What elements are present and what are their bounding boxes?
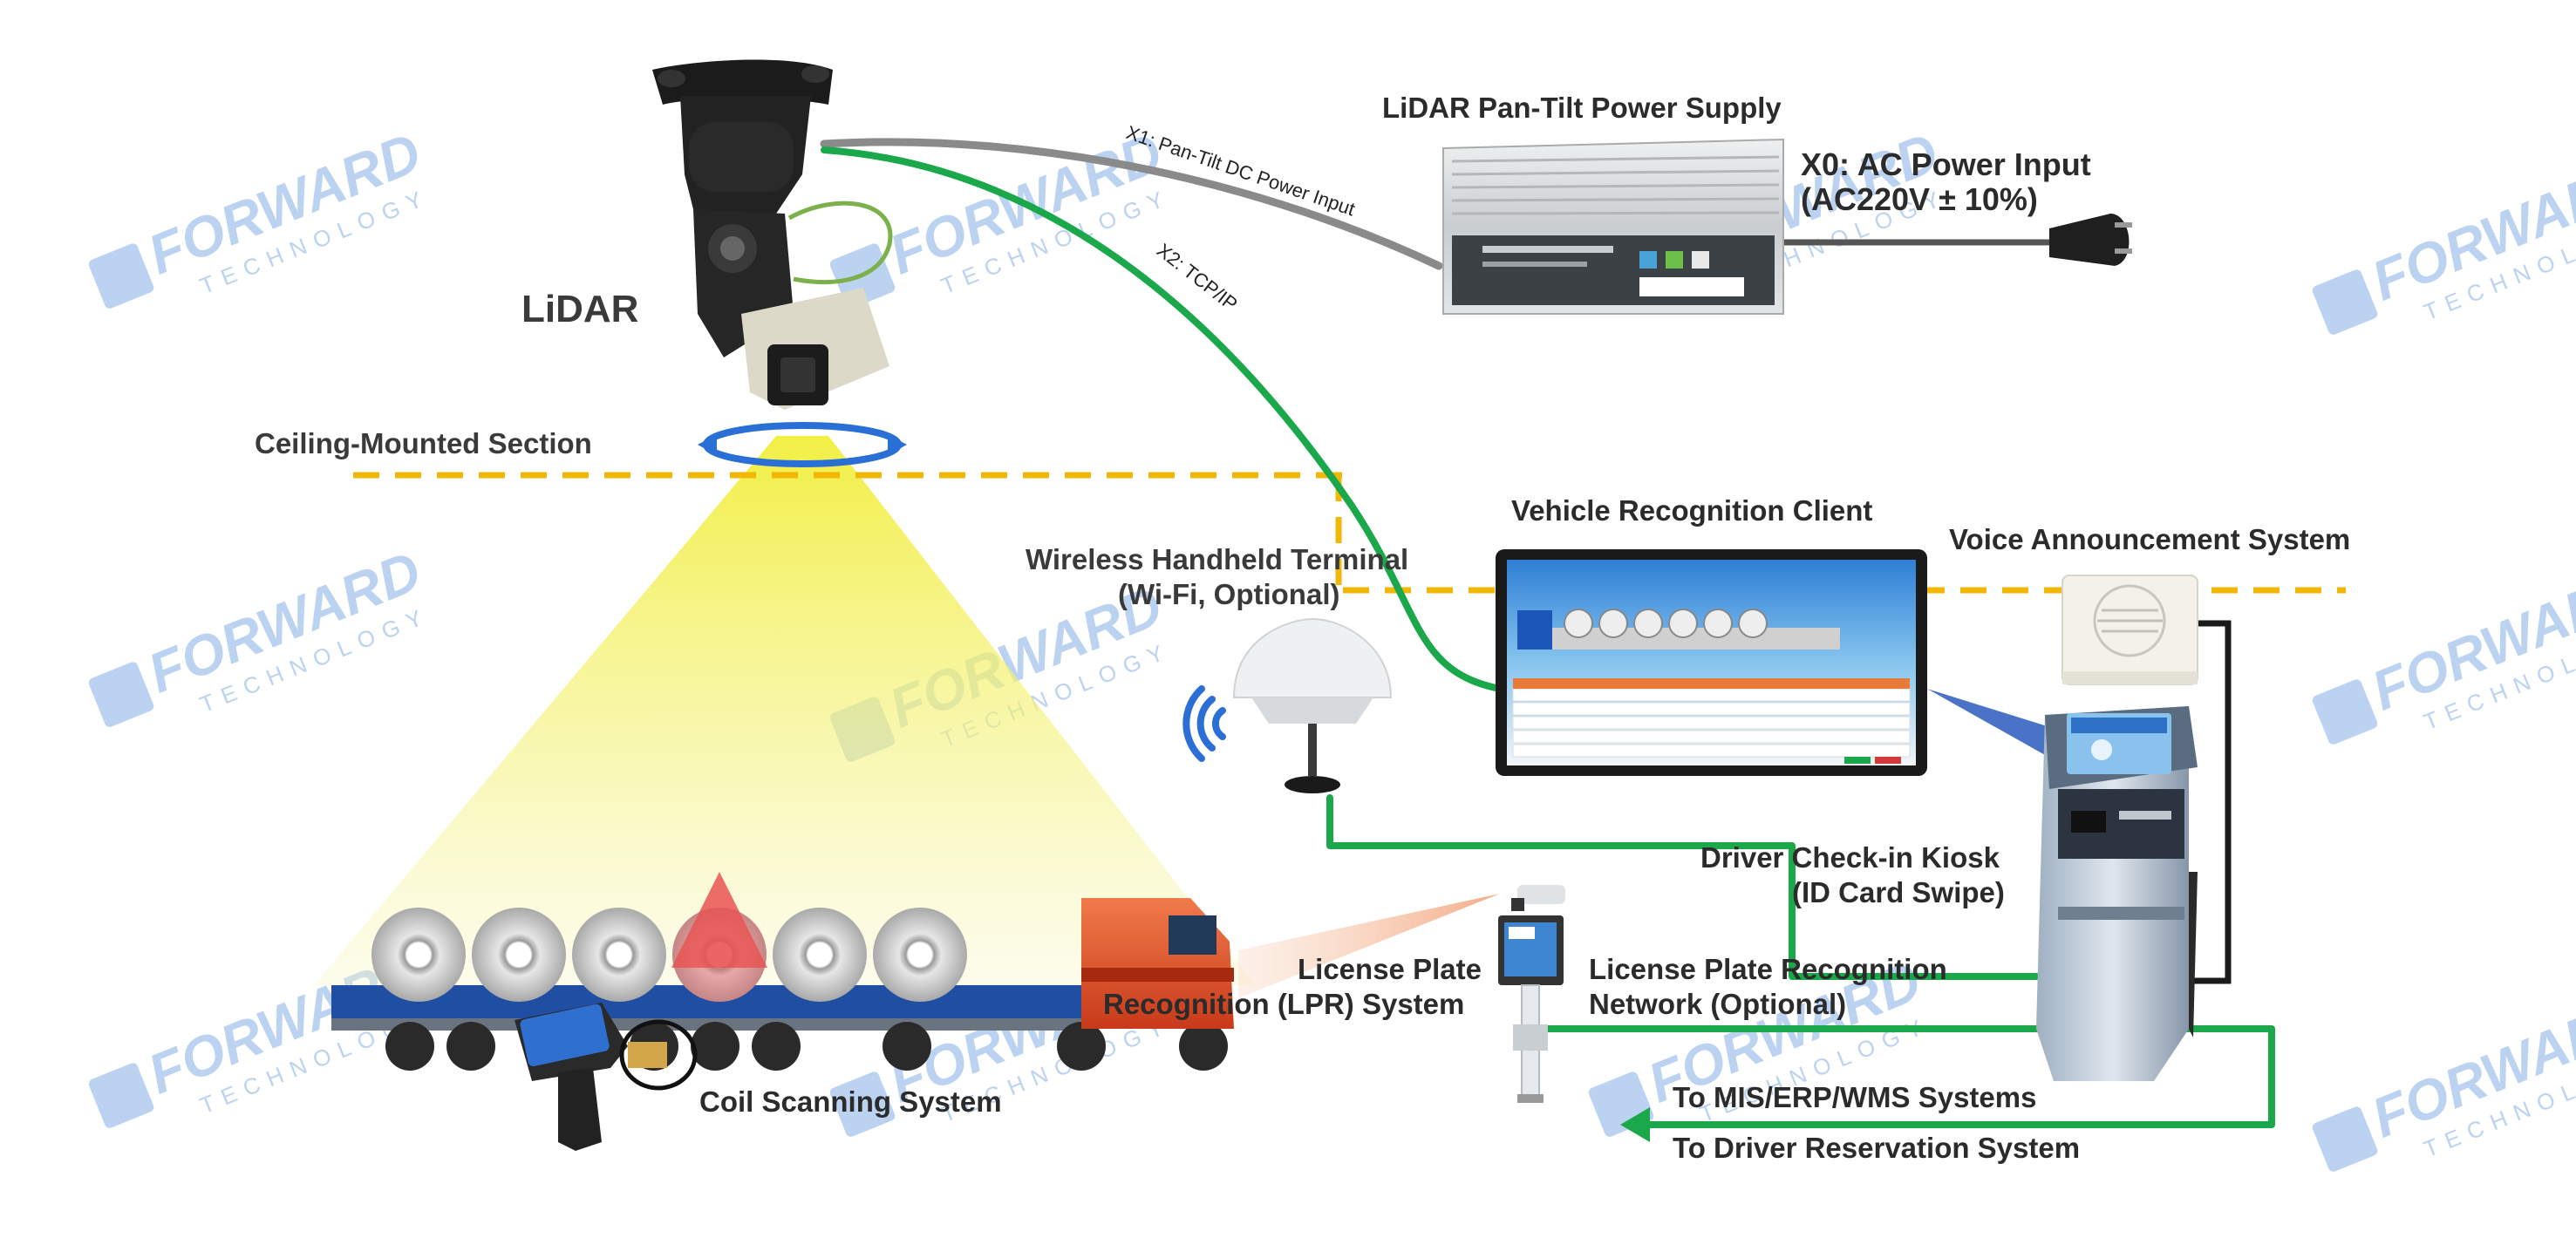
watermark: FORWARD TECHNOLOGY [2312,556,2576,745]
lpr-cable [1544,1025,2275,1128]
wifi-signal-icon [1182,685,1226,762]
power-cable-x1 [820,138,1443,270]
handheld-label-line1: Wireless Handheld Terminal [1026,543,1409,575]
ac-input-label-line1: X0: AC Power Input [1801,146,2091,182]
watermark: FORWARD TECHNOLOGY [2312,146,2576,335]
voice-system-label: Voice Announcement System [1949,523,2351,555]
watermark: FORWARD TECHNOLOGY [829,120,1176,309]
lpr-camera [1498,885,1565,1103]
vehicle-client-label: Vehicle Recognition Client [1511,494,1873,527]
antenna-cable [1326,794,2040,980]
speaker-icon [2061,575,2198,685]
coil-scanning-label: Coil Scanning System [699,1085,1002,1118]
handheld-label-line2: (Wi-Fi, Optional) [1118,578,1340,610]
ac-plug-icon [2049,214,2132,266]
lpr-network-label-line2: Network (Optional) [1589,988,1847,1020]
tcp-cable-x2 [821,146,1503,692]
kiosk-label-line1: Driver Check-in Kiosk [1700,841,2000,874]
lpr-beam [1238,894,1500,998]
lpr-label-line2: Recognition (LPR) System [1103,988,1465,1020]
to-mis-label: To MIS/ERP/WMS Systems [1673,1081,2037,1113]
power-supply-box [1442,138,1784,315]
arrow-left [1620,1107,1650,1142]
lidar-label: LiDAR [521,288,639,330]
handheld-scanner [515,1003,698,1151]
wifi-antenna-icon [1232,617,1393,793]
watermark: FORWARD TECHNOLOGY [88,120,434,309]
ceiling-section-label: Ceiling-Mounted Section [255,427,592,459]
lpr-network-label-line1: License Plate Recognition [1589,953,1947,985]
kiosk-terminal [1927,689,2198,1081]
monitor-screen [1496,549,1927,776]
network-cables [821,146,2275,1128]
cable-label-x2: X2: TCP/IP [1153,239,1242,315]
to-driver-label: To Driver Reservation System [1673,1132,2081,1164]
ac-input-label-line2: (AC220V ± 10%) [1801,181,2038,217]
lpr-label-line1: License Plate [1298,953,1482,985]
kiosk-label-line2: (ID Card Swipe) [1792,876,2005,908]
watermark: FORWARD TECHNOLOGY [2312,983,2576,1172]
lidar-device [652,59,907,467]
coil-truck [331,872,1234,1071]
lidar-scan-beam [314,436,1256,985]
watermark: FORWARD TECHNOLOGY [88,539,434,727]
speaker-kiosk-cable [2184,620,2232,984]
power-supply-label: LiDAR Pan-Tilt Power Supply [1382,92,1782,124]
